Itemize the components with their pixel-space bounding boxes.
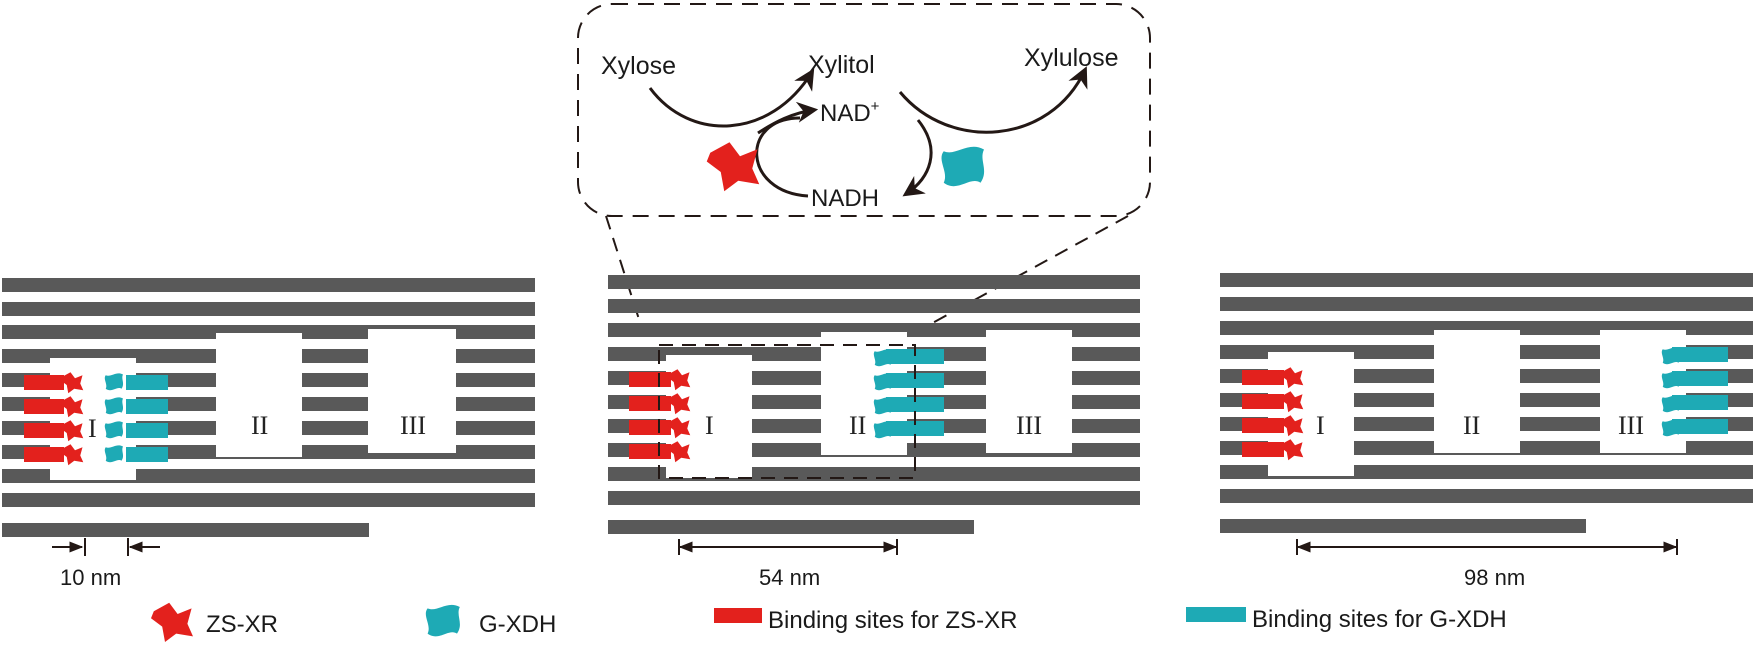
product-label: Xylulose [1024, 44, 1119, 72]
substrate-label: Xylose [601, 52, 676, 80]
gxdh-enzyme-icon [941, 146, 985, 187]
cavity-II [216, 333, 302, 457]
gxdh-binding-sites [126, 375, 168, 462]
zoom-line-left [605, 215, 645, 336]
cavity-III [368, 329, 456, 453]
xylitol-to-xylulose-arrow [898, 66, 1088, 134]
zoom-region [658, 344, 916, 479]
cavity-I-label: I [1316, 411, 1325, 440]
gxdh-binding-sites [1672, 347, 1728, 434]
origami-panel-1: I II III 10 [2, 278, 535, 590]
cavity-II-label: II [251, 411, 268, 440]
legend: ZS-XR G-XDH Binding sites for ZS-XR Bind… [151, 602, 1507, 642]
legend-gxdh-site-swatch [1186, 607, 1246, 622]
distance-label: 98 nm [1464, 565, 1525, 590]
distance-label: 54 nm [759, 565, 820, 590]
zsxr-binding-sites [1242, 370, 1284, 457]
reaction-inset: Xylose Xylitol Xylulose NAD+ NADH [577, 3, 1151, 217]
cavity-III-label: III [1016, 411, 1042, 440]
cavity-II-label: II [1463, 411, 1480, 440]
zsxr-binding-sites [24, 375, 64, 462]
origami-panel-2: I II III 54 [608, 275, 1140, 590]
cavity-III-label: III [400, 411, 426, 440]
cofactor-cycle-left-arrow [755, 116, 809, 198]
inset-frame [577, 3, 1151, 217]
distance-label: 10 nm [60, 565, 121, 590]
legend-zsxr-sites-label: Binding sites for ZS-XR [768, 607, 1017, 634]
legend-gxdh-sites-label: Binding sites for G-XDH [1252, 606, 1507, 633]
cavity-III-label: III [1618, 411, 1644, 440]
legend-zsxr-site-swatch [714, 608, 762, 623]
cofactor-reduced-label: NADH [811, 185, 879, 212]
legend-gxdh-icon [425, 604, 460, 637]
cavity-II [1434, 330, 1520, 453]
zsxr-enzyme-icon [706, 142, 760, 192]
cofactor-oxidized-label: NAD+ [820, 98, 880, 127]
nad-reduction-arrow [902, 119, 933, 197]
cavity-I-label: I [88, 414, 97, 443]
cavity-III [986, 330, 1072, 453]
gxdh-binding-sites [886, 349, 944, 436]
cavity-II-label: II [849, 411, 866, 440]
legend-zsxr-label: ZS-XR [206, 611, 278, 638]
legend-gxdh-label: G-XDH [479, 611, 556, 638]
xylose-to-xylitol-arrow [648, 68, 815, 128]
cavity-I-label: I [705, 411, 714, 440]
legend-zsxr-icon [151, 602, 193, 642]
zsxr-binding-sites [629, 372, 671, 459]
intermediate-label: Xylitol [808, 51, 875, 79]
origami-panel-3: I II III 98 nm [1220, 273, 1753, 590]
